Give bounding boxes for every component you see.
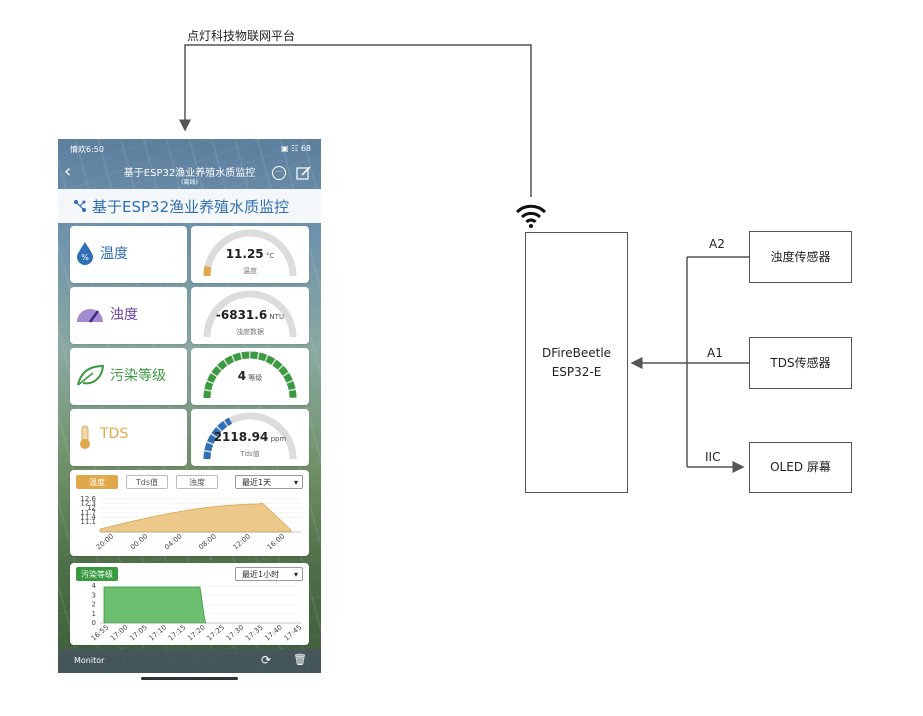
sensor-label-card: 浊度 <box>70 287 187 344</box>
x-tick-label: 17:30 <box>225 623 246 642</box>
x-tick-label: 17:20 <box>186 623 207 642</box>
board-box: DFireBeetle ESP32-E <box>525 232 628 493</box>
y-tick-label: 12.3 <box>80 500 96 508</box>
gauge-arc <box>203 290 297 338</box>
gauge-arc <box>203 412 297 460</box>
y-tick-label: 0 <box>92 619 96 627</box>
platform-label: 点灯科技物联网平台 <box>187 29 296 43</box>
trash-icon[interactable]: 🗑 <box>293 653 307 666</box>
gauge-value: 2118.94 ppm <box>213 430 287 444</box>
sensor-gauge-card: 11.25 °C 温度 <box>191 226 309 283</box>
oled-screen-box: OLED 屏幕 <box>749 442 852 493</box>
x-tick-label: 17:00 <box>109 623 130 642</box>
sensor-label-card: 污染等级 <box>70 348 187 405</box>
monitor-bar: Monitor ⟳ 🗑 <box>58 649 321 673</box>
x-tick-label: 17:40 <box>263 623 284 642</box>
x-tick-label: 17:45 <box>283 623 304 642</box>
turbidity-sensor-box: 浊度传感器 <box>749 231 852 283</box>
y-tick-label: 11.7 <box>80 509 96 517</box>
y-tick-label: 12 <box>87 504 96 512</box>
y-tick-label: 3 <box>92 591 96 599</box>
x-tick-label: 17:10 <box>148 623 169 642</box>
board-model: ESP32-E <box>551 364 602 379</box>
y-tick-label: 4 <box>92 583 97 590</box>
pin-label-a1: A1 <box>707 346 723 360</box>
app-title: 基于ESP32渔业养殖水质监控 <box>92 198 290 216</box>
y-tick-label: 2 <box>92 601 96 609</box>
pin-label-a2: A2 <box>709 237 725 251</box>
leaf-icon <box>77 364 105 386</box>
board-name: DFireBeetle <box>541 345 612 360</box>
cloud-link-line <box>179 44 532 197</box>
svg-text:%: % <box>81 253 89 262</box>
gauge-icon <box>77 309 103 323</box>
gauge-value: -6831.6 NTU <box>215 308 285 322</box>
gauge-caption: 浊度数据 <box>236 328 264 336</box>
app-title-bar: 基于ESP32渔业养殖水质监控 <box>58 189 321 223</box>
water-drop-icon: % <box>77 242 93 265</box>
nav-subtitle: (离线) <box>181 179 198 186</box>
sensor-label-card: % 温度 <box>70 226 187 283</box>
monitor-label: Monitor <box>74 656 105 665</box>
sensor-label: TDS <box>100 426 129 442</box>
x-tick-label: 04:00 <box>163 532 184 551</box>
y-tick-label: 12.6 <box>80 495 96 503</box>
wifi-icon <box>515 204 547 228</box>
temperature-area <box>99 502 292 533</box>
pollution-level-badge: 污染等级 <box>76 567 118 581</box>
status-time: 情欢6:50 <box>70 145 104 154</box>
edit-icon[interactable] <box>296 165 312 181</box>
x-tick-label: 17:25 <box>205 623 226 642</box>
status-bar: 情欢6:50 ▣ ☷ 68 <box>58 139 321 159</box>
x-tick-label: 08:00 <box>197 532 218 551</box>
sensor-label: 浊度 <box>110 307 138 323</box>
status-icons: ▣ ☷ 68 <box>281 144 311 153</box>
home-indicator <box>141 677 238 680</box>
y-tick-label: 11.1 <box>80 518 96 526</box>
nav-bar: ‹ 基于ESP32渔业养殖水质监控 (离线) ··· <box>58 159 321 189</box>
tds-sensor-box: TDS传感器 <box>749 337 852 389</box>
sensor-label: 温度 <box>100 246 128 262</box>
back-icon[interactable]: ‹ <box>64 161 72 182</box>
gauge-arc <box>203 229 297 277</box>
sensor-gauge-card: 4 等级 <box>191 348 309 405</box>
range-select-2[interactable]: 最近1小时 <box>235 567 303 581</box>
sensor-label: 污染等级 <box>110 368 166 384</box>
pollution-chart-card: 污染等级 最近1小时 4321016:5517:0017:0517:1017:1… <box>70 563 309 645</box>
tab-temperature[interactable]: 温度 <box>76 475 118 489</box>
pin-label-iic: IIC <box>705 450 721 464</box>
more-icon[interactable]: ··· <box>272 166 286 180</box>
network-icon <box>74 200 86 212</box>
phone-screenshot: 情欢6:50 ▣ ☷ 68 ‹ 基于ESP32渔业养殖水质监控 (离线) ···… <box>58 139 321 673</box>
pollution-area <box>103 586 207 624</box>
gauge-arc <box>203 351 297 399</box>
y-tick-label: 1 <box>92 610 96 618</box>
sensor-label-card: TDS <box>70 409 187 466</box>
range-select-1[interactable]: 最近1天 <box>235 475 303 489</box>
tab-tds[interactable]: Tds值 <box>126 475 168 489</box>
x-tick-label: 17:15 <box>167 623 188 642</box>
tab-turbidity[interactable]: 浊度 <box>176 475 218 489</box>
gauge-caption: 温度 <box>243 267 257 275</box>
x-tick-label: 12:00 <box>231 532 252 551</box>
gauge-caption: Tds值 <box>240 450 260 458</box>
x-tick-label: 17:05 <box>128 623 149 642</box>
y-tick-label: 11.4 <box>80 513 96 521</box>
refresh-icon[interactable]: ⟳ <box>261 653 272 667</box>
thermometer-icon <box>80 425 90 449</box>
x-tick-label: 16:00 <box>266 532 287 551</box>
nav-title: 基于ESP32渔业养殖水质监控 <box>123 168 256 179</box>
gauge-value: 11.25 °C <box>225 247 275 261</box>
x-tick-label: 17:35 <box>244 623 265 642</box>
gauge-value: 4 等级 <box>237 369 263 383</box>
sensor-gauge-card: -6831.6 NTU 浊度数据 <box>191 287 309 344</box>
x-tick-label: 20:00 <box>95 532 116 551</box>
x-tick-label: 00:00 <box>129 532 150 551</box>
pollution-area-chart: 4321016:5517:0017:0517:1017:1517:2017:25… <box>90 583 304 643</box>
